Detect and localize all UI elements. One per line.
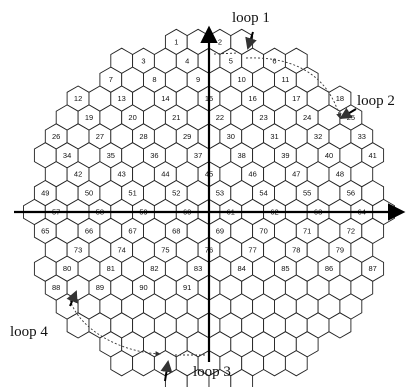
hex-label: 19: [85, 113, 93, 122]
hex-label: 7: [109, 75, 113, 84]
loop2-pointer-arrow: [339, 107, 357, 120]
hex-label: 68: [172, 226, 180, 235]
hex-label: 20: [128, 113, 136, 122]
hex-label: 77: [248, 245, 256, 254]
hex-label: 37: [194, 151, 202, 160]
loop1-arc: [213, 52, 239, 55]
hex-label: 48: [336, 170, 344, 179]
hex-label: 65: [41, 226, 49, 235]
hex-label: 90: [139, 283, 147, 292]
hex-label: 10: [238, 75, 246, 84]
hex-label: 16: [248, 94, 256, 103]
hex-label: 42: [74, 170, 82, 179]
hex-label: 11: [282, 75, 290, 84]
hex-label: 13: [118, 94, 126, 103]
hex-label: 47: [292, 170, 300, 179]
loop2-arc: [245, 57, 342, 119]
hex-label: 84: [238, 264, 246, 273]
hex-label: 28: [139, 132, 147, 141]
hex-label: 17: [292, 94, 300, 103]
hex-label: 38: [238, 151, 246, 160]
hex-label: 5: [229, 56, 233, 65]
hex-label: 22: [216, 113, 224, 122]
loop4-label: loop 4: [10, 324, 48, 340]
hex-label: 40: [325, 151, 333, 160]
hex-label: 67: [128, 226, 136, 235]
hex-label: 86: [325, 264, 333, 273]
hex-label: 69: [216, 226, 224, 235]
hex-label: 1: [174, 37, 178, 46]
hex-label: 75: [161, 245, 169, 254]
hex-label: 33: [358, 132, 366, 141]
hex-label: 14: [161, 94, 169, 103]
hex-label: 8: [152, 75, 156, 84]
hex-label: 21: [172, 113, 180, 122]
hex-label: 2: [218, 37, 222, 46]
hex-label: 66: [85, 226, 93, 235]
hex-cell: [230, 368, 254, 387]
loop3-label: loop 3: [193, 364, 231, 380]
hex-label: 73: [74, 245, 82, 254]
hex-label: 71: [303, 226, 311, 235]
hex-label: 79: [336, 245, 344, 254]
hex-label: 81: [107, 264, 115, 273]
hex-label: 56: [347, 189, 355, 198]
hex-label: 46: [248, 170, 256, 179]
hex-label: 26: [52, 132, 60, 141]
hex-label: 51: [128, 189, 136, 198]
hex-label: 41: [369, 151, 377, 160]
hex-cell: [328, 312, 352, 339]
hex-label: 32: [314, 132, 322, 141]
hex-label: 27: [96, 132, 104, 141]
hex-label: 74: [118, 245, 126, 254]
hex-label: 35: [107, 151, 115, 160]
hex-label: 31: [270, 132, 278, 141]
hex-label: 29: [183, 132, 191, 141]
hex-label: 88: [52, 283, 60, 292]
hex-label: 49: [41, 189, 49, 198]
hex-label: 9: [196, 75, 200, 84]
hex-label: 18: [336, 94, 344, 103]
hex-label: 78: [292, 245, 300, 254]
hex-label: 4: [185, 56, 189, 65]
hex-label: 30: [227, 132, 235, 141]
hex-label: 72: [347, 226, 355, 235]
loop3-pointer-arrow: [160, 360, 173, 382]
hex-label: 44: [161, 170, 169, 179]
hex-label: 80: [63, 264, 71, 273]
hex-label: 82: [150, 264, 158, 273]
hex-label: 12: [74, 94, 82, 103]
hex-label: 3: [141, 56, 145, 65]
hex-label: 91: [183, 283, 191, 292]
hex-label: 85: [281, 264, 289, 273]
loop1-label: loop 1: [232, 10, 270, 26]
hex-label: 50: [85, 189, 93, 198]
hex-label: 6: [272, 56, 276, 65]
hex-label: 54: [259, 189, 267, 198]
hex-label: 87: [369, 264, 377, 273]
hex-cell: [284, 350, 308, 377]
hex-label: 83: [194, 264, 202, 273]
loop1-pointer-arrow: [245, 31, 257, 50]
loop2-label: loop 2: [357, 93, 395, 109]
loop4-arc: [69, 299, 161, 357]
hex-label: 89: [96, 283, 104, 292]
hex-label: 24: [303, 113, 311, 122]
hex-label: 53: [216, 189, 224, 198]
hex-label: 55: [303, 189, 311, 198]
hex-label: 52: [172, 189, 180, 198]
hex-label: 23: [259, 113, 267, 122]
hex-label: 39: [281, 151, 289, 160]
hex-label: 34: [63, 151, 71, 160]
loop4-pointer-arrow: [66, 290, 78, 307]
hex-label: 36: [150, 151, 158, 160]
hex-label: 43: [118, 170, 126, 179]
hex-label: 70: [259, 226, 267, 235]
